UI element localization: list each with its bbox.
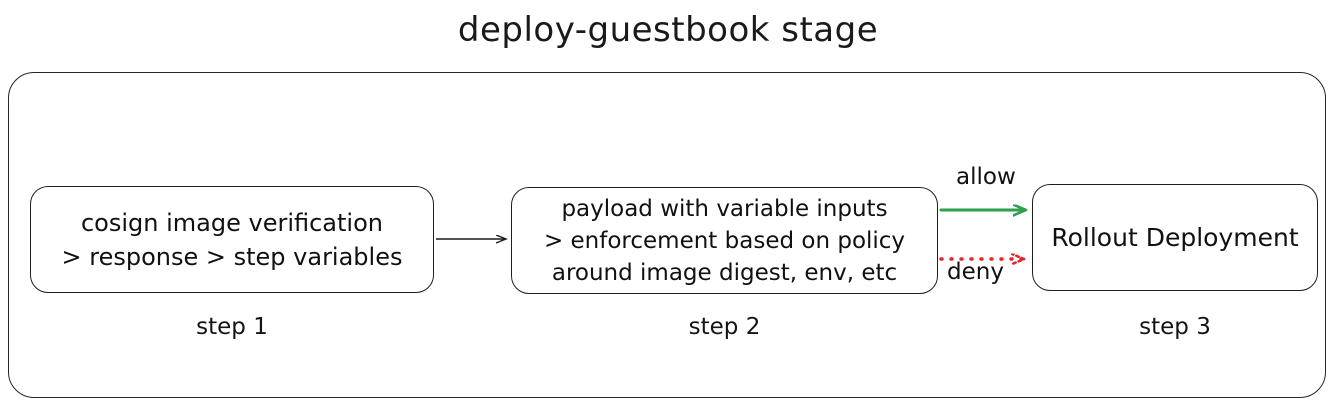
node-step-1-line-1: cosign image verification (80, 208, 383, 237)
stage-container (8, 72, 1326, 398)
caption-step-3: step 3 (1139, 314, 1211, 340)
node-step-1[interactable]: cosign image verification > response > s… (30, 186, 434, 293)
caption-step-2: step 2 (688, 314, 761, 340)
node-step-2[interactable]: payload with variable inputs > enforceme… (511, 187, 938, 294)
page-title: deploy-guestbook stage (457, 10, 879, 50)
node-step-1-line-2: > response > step variables (61, 242, 403, 271)
node-step-2-line-2: > enforcement based on policy (543, 227, 906, 254)
node-step-2-line-1: payload with variable inputs (561, 195, 888, 222)
node-step-3-line-1: Rollout Deployment (1051, 222, 1299, 252)
node-step-3[interactable]: Rollout Deployment (1032, 184, 1318, 291)
edge-label-deny: deny (947, 259, 1004, 285)
edge-label-allow: allow (956, 164, 1016, 190)
node-step-2-line-3: around image digest, env, etc (551, 259, 898, 286)
caption-step-1: step 1 (196, 314, 268, 340)
